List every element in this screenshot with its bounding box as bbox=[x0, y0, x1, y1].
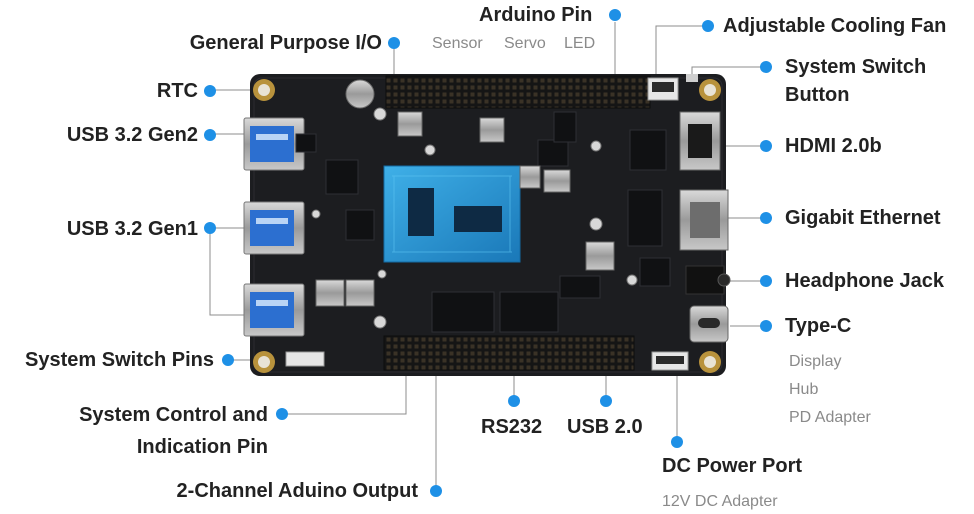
top-pin-header bbox=[385, 75, 651, 109]
typec-sub-pd: PD Adapter bbox=[789, 409, 871, 426]
label-system-switch-pins: System Switch Pins bbox=[25, 349, 214, 371]
dot-system-switch-pins bbox=[222, 354, 234, 366]
label-arduino-pin: Arduino Pin bbox=[479, 4, 593, 26]
dc-sub: 12V DC Adapter bbox=[662, 493, 778, 510]
hdmi-port bbox=[679, 111, 721, 171]
ram-chip-2 bbox=[499, 291, 559, 333]
dot-headphone bbox=[760, 275, 772, 287]
board bbox=[243, 74, 731, 376]
ram-chip-1 bbox=[431, 291, 495, 333]
label-dc-power: DC Power Port bbox=[662, 455, 803, 477]
label-headphone: Headphone Jack bbox=[785, 270, 944, 292]
dot-usb20 bbox=[600, 395, 612, 407]
headphone-jack bbox=[685, 265, 731, 295]
label-fan: Adjustable Cooling Fan bbox=[723, 15, 947, 37]
dc-power-connector bbox=[651, 351, 689, 371]
arduino-sub-servo: Servo bbox=[504, 35, 546, 52]
label-usb32-gen2: USB 3.2 Gen2 bbox=[66, 124, 198, 146]
dot-two-channel bbox=[430, 485, 442, 497]
label-two-channel: 2-Channel Aduino Output bbox=[176, 480, 418, 502]
typec-port bbox=[689, 305, 729, 343]
label-switch-button: System Switch bbox=[785, 56, 927, 78]
dot-usb32-gen2 bbox=[204, 129, 216, 141]
label-gpio: General Purpose I/O bbox=[189, 32, 382, 54]
label-rs232: RS232 bbox=[481, 416, 543, 438]
rtc-battery bbox=[345, 79, 375, 109]
arduino-sub-sensor: Sensor bbox=[432, 35, 483, 52]
label-usb20: USB 2.0 bbox=[567, 416, 643, 438]
leader-usb-gen1-b bbox=[209, 228, 252, 316]
typec-sub-display: Display bbox=[789, 353, 842, 370]
arduino-sub-led: LED bbox=[564, 35, 596, 52]
ethernet-port bbox=[679, 189, 729, 251]
switch-pins-shape bbox=[285, 351, 325, 367]
dot-typec bbox=[760, 320, 772, 332]
label-typec: Type-C bbox=[785, 315, 852, 337]
label-switch-button-2: Button bbox=[785, 84, 850, 106]
label-rtc: RTC bbox=[156, 80, 198, 102]
dot-rs232 bbox=[508, 395, 520, 407]
dot-fan bbox=[702, 20, 714, 32]
dot-ethernet bbox=[760, 212, 772, 224]
dot-arduino-pin bbox=[609, 9, 621, 21]
switch-button-shape bbox=[686, 74, 698, 82]
dot-usb32-gen1 bbox=[204, 222, 216, 234]
dot-switch-button bbox=[760, 61, 772, 73]
usb-ports bbox=[243, 117, 305, 337]
dot-system-control bbox=[276, 408, 288, 420]
label-system-control: System Control and bbox=[79, 404, 268, 426]
typec-sub-hub: Hub bbox=[789, 381, 819, 398]
dot-gpio bbox=[388, 37, 400, 49]
label-hdmi: HDMI 2.0b bbox=[785, 135, 882, 157]
dot-rtc bbox=[204, 85, 216, 97]
label-usb32-gen1: USB 3.2 Gen1 bbox=[66, 218, 198, 240]
bottom-pin-header bbox=[383, 335, 635, 371]
leader-fan bbox=[655, 25, 708, 78]
dot-hdmi bbox=[760, 140, 772, 152]
dot-dc-power bbox=[671, 436, 683, 448]
label-ethernet: Gigabit Ethernet bbox=[785, 207, 941, 229]
label-system-control-2: Indication Pin bbox=[136, 436, 268, 458]
